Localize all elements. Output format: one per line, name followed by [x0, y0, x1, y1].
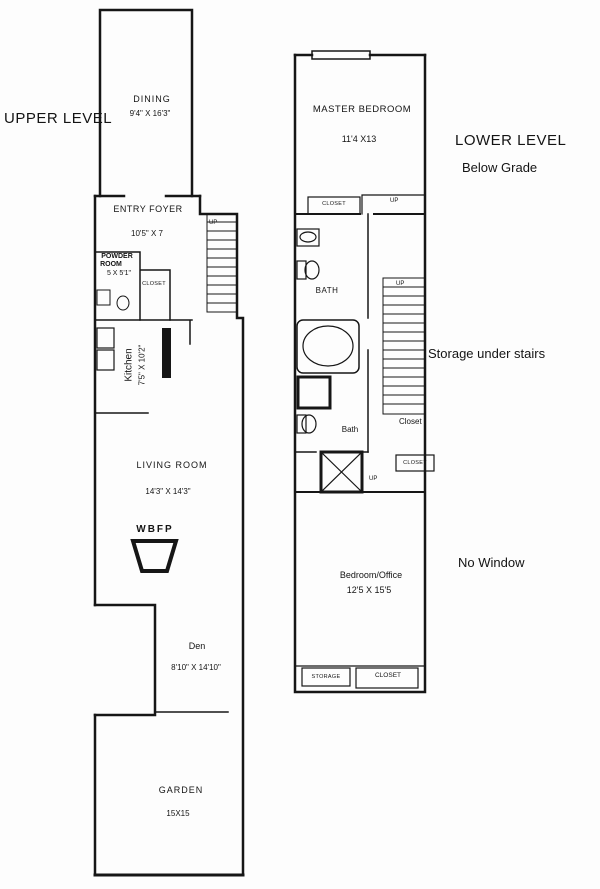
shower-stall-x-square: [319, 450, 364, 494]
bath2-label: Bath: [341, 425, 359, 434]
no-window-note: No Window: [458, 555, 525, 570]
up-label-mid: UP: [369, 476, 378, 482]
dining-room-label: DINING: [133, 94, 171, 104]
powder-closet-label: CLOSET: [142, 281, 166, 287]
below-grade-subtitle: Below Grade: [462, 160, 538, 175]
closet-under-stairs-label: Closet: [399, 417, 422, 426]
kitchen-label: Kitchen: [123, 348, 135, 382]
bedroom-office-dims: 12'5 X 15'5: [346, 585, 392, 595]
bottom-closet-box: [355, 667, 419, 689]
sink-icon: [299, 231, 317, 243]
upper-plan-walls: [93, 8, 245, 877]
storage-box-label: STORAGE: [311, 674, 341, 680]
lower-stairs: [382, 277, 426, 415]
toilet-icon: [116, 295, 130, 311]
up-label-top: UP: [390, 198, 399, 204]
kitchen-dims: 7'5" X 10'2": [137, 344, 147, 386]
den-label: Den: [188, 641, 206, 651]
master-bedroom-dims: 11'4 X13: [341, 134, 377, 144]
living-room-dims: 14'3" X 14'3": [145, 487, 191, 496]
den-dims: 8'10" X 14'10": [171, 663, 221, 672]
sink-icon: [96, 289, 111, 306]
bathroom-fixtures: [296, 228, 360, 434]
kitchen-counter: [162, 328, 171, 378]
entry-foyer-dims: 10'5" X 7: [131, 229, 163, 238]
powder-room-fixtures: [96, 289, 130, 311]
toilet-icon: [304, 260, 320, 280]
fireplace-icon: [130, 539, 179, 573]
bedroom-office-label: Bedroom/Office: [339, 570, 403, 580]
mid-closet-box: [395, 454, 435, 472]
toilet-tank-icon: [296, 414, 307, 434]
garden-label: GARDEN: [158, 785, 204, 795]
mid-closet-label: CLOSET: [403, 460, 427, 466]
powder-room-label-1: POWDER: [101, 253, 133, 260]
master-closet-box: [307, 196, 361, 215]
powder-room-label-2: ROOM: [100, 261, 122, 268]
powder-room-dims: 5 X 5'1": [106, 270, 132, 277]
bath-label: BATH: [315, 286, 339, 295]
fireplace-label: WBFP: [136, 524, 174, 535]
bottom-closet-label: CLOSET: [374, 672, 402, 679]
shower-icon: [296, 375, 332, 410]
vanity-icon: [296, 228, 320, 247]
window-icon: [311, 50, 371, 60]
toilet-tank-icon: [296, 260, 307, 280]
storage-box: [301, 667, 351, 687]
master-closet-label: CLOSET: [322, 201, 346, 207]
tub-icon: [296, 319, 360, 374]
tub-basin-icon: [302, 325, 354, 367]
entry-foyer-label: ENTRY FOYER: [113, 204, 183, 214]
toilet-icon: [301, 414, 317, 434]
upper-level-title: UPPER LEVEL: [4, 110, 113, 127]
storage-under-stairs-note: Storage under stairs: [428, 346, 546, 361]
up-label-stairs: UP: [396, 281, 405, 287]
upper-stairs: [206, 213, 237, 313]
lower-level-title: LOWER LEVEL: [455, 132, 567, 149]
living-room-label: LIVING ROOM: [136, 460, 208, 470]
kitchen-fixtures: [96, 327, 171, 378]
upper-stairs-up-label: UP: [209, 220, 218, 226]
master-bedroom-label: MASTER BEDROOM: [312, 104, 412, 115]
dining-room-dims: 9'4" X 16'3": [129, 109, 171, 118]
garden-dims: 15X15: [166, 809, 190, 818]
